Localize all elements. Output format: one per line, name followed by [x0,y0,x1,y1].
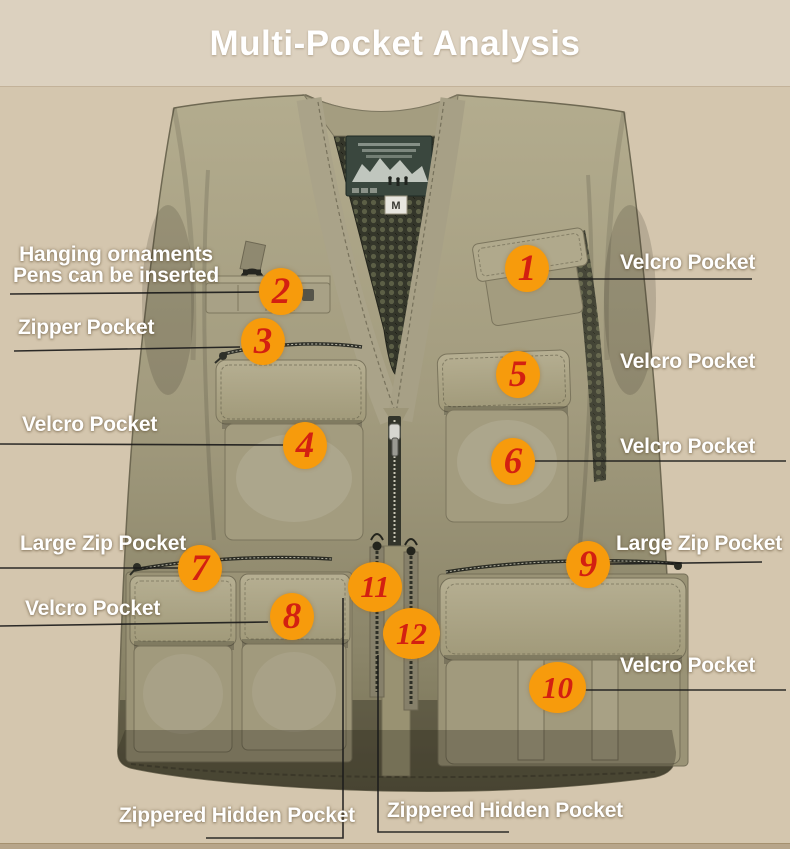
back-collar [302,93,459,137]
callout-label-2-line1: Hanging ornaments [19,243,213,266]
callout-badge-12: 12 [383,608,440,659]
size-tag: M [384,195,408,215]
callout-label-10: Velcro Pocket [620,654,756,677]
size-tag-text: M [391,200,400,212]
leader-line-8 [0,621,269,627]
page-title: Multi-Pocket Analysis [209,24,581,63]
leader-line-9 [608,561,763,565]
callout-badge-10: 10 [529,662,586,713]
side-mesh-strip [573,230,607,482]
callout-badge-8: 8 [270,593,314,640]
callout-badge-3: 3 [241,318,285,365]
callout-label-7: Large Zip Pocket [20,532,187,555]
callout-badge-11: 11 [348,562,402,612]
title-strip [0,0,790,87]
callout-label-9: Large Zip Pocket [616,532,783,555]
callout-label-1: Velcro Pocket [620,251,756,274]
callout-label-4: Velcro Pocket [22,413,158,436]
callout-label-2: Hanging ornaments Pens can be inserted [4,244,228,286]
callout-label-11: Zippered Hidden Pocket [119,804,355,827]
callout-badge-1: 1 [505,245,549,292]
callout-label-2-line2: Pens can be inserted [12,264,220,287]
bottom-edge-strip [0,843,790,849]
callout-badge-7: 7 [178,545,222,592]
callout-badge-6: 6 [491,438,535,485]
leader-line-3 [13,346,241,352]
leader-line-4 [0,443,285,446]
pocket-lower-left [125,555,353,763]
callout-badge-5: 5 [496,351,540,398]
leader-line-2 [9,291,260,295]
callout-label-8: Velcro Pocket [25,597,161,620]
callout-badge-9: 9 [566,541,610,588]
callout-badge-4: 4 [283,422,327,469]
callout-label-12: Zippered Hidden Pocket [387,799,623,822]
callout-label-6: Velcro Pocket [620,435,756,458]
leader-line-11 [206,598,344,839]
leader-line-12 [377,655,509,833]
callout-badge-2: 2 [259,268,303,315]
callout-label-5: Velcro Pocket [620,350,756,373]
callout-label-3: Zipper Pocket [18,316,155,339]
